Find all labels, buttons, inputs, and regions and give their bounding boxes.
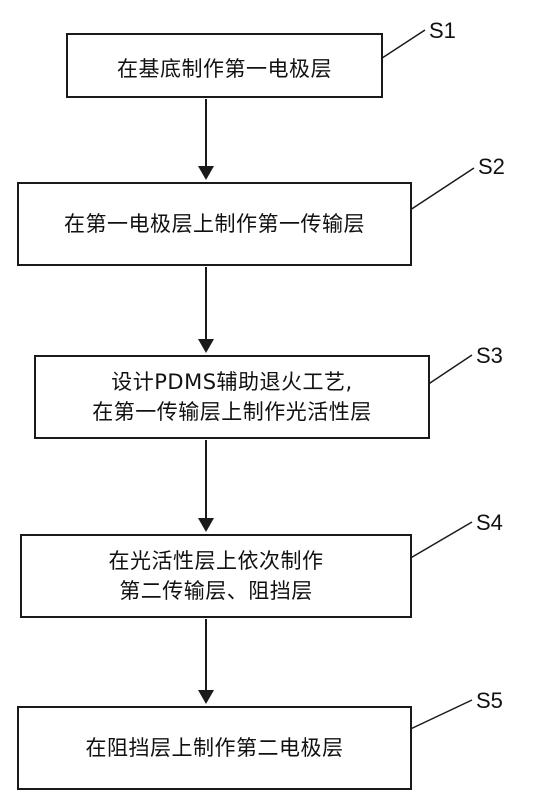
step-text: 在阻挡层上制作第二电极层 [85,736,344,760]
step-box-s2: 在第一电极层上制作第一传输层 [17,182,412,266]
step-box-s1: 在基底制作第一电极层 [66,33,383,98]
leader-line-s5 [401,699,473,734]
step-text-line-1: 在光活性层上依次制作 [108,549,324,573]
step-label-s1: S1 [429,18,456,43]
step-box-s5: 在阻挡层上制作第二电极层 [17,706,412,790]
step-text-line-1: 设计PDMS辅助退火工艺, [111,370,353,394]
step-text-line-2: 在第一传输层上制作光活性层 [92,400,372,424]
arrowhead-s4-to-s5 [198,690,214,704]
leader-line-s4 [401,521,473,564]
step-label-s4: S4 [476,510,503,535]
step-text-line-2: 第二传输层、阻挡层 [119,579,313,603]
step-label-s2: S2 [478,154,505,179]
step-box-s3: 设计PDMS辅助退火工艺, 在第一传输层上制作光活性层 [34,355,430,439]
arrowhead-s2-to-s3 [198,339,214,353]
step-text: 在第一电极层上制作第一传输层 [64,212,365,236]
step-text: 在基底制作第一电极层 [117,56,332,81]
arrowhead-s1-to-s2 [198,166,214,180]
step-label-s5: S5 [476,688,503,713]
step-box-s4: 在光活性层上依次制作 第二传输层、阻挡层 [20,534,412,618]
leader-line-s2 [403,167,475,215]
arrowhead-s3-to-s4 [198,518,214,532]
step-label-s3: S3 [476,343,503,368]
